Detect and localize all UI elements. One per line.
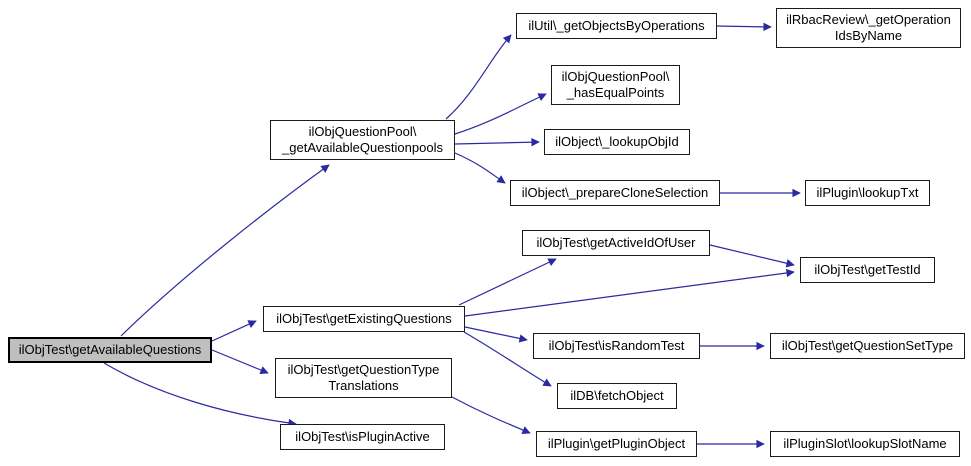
node-getExistingQuestions[interactable]: ilObjTest\getExistingQuestions <box>263 306 465 332</box>
node-getActiveIdOfUser[interactable]: ilObjTest\getActiveIdOfUser <box>522 230 710 256</box>
node-isPluginActive[interactable]: ilObjTest\isPluginActive <box>280 424 445 450</box>
node-getQuestionTypeTranslations[interactable]: ilObjTest\getQuestionType Translations <box>275 358 452 398</box>
node-getAvailableQuestions[interactable]: ilObjTest\getAvailableQuestions <box>8 337 212 363</box>
node-getAvailableQuestionpools[interactable]: ilObjQuestionPool\ _getAvailableQuestion… <box>270 120 455 160</box>
node-getPluginObject[interactable]: ilPlugin\getPluginObject <box>536 431 697 457</box>
node-lookupSlotName[interactable]: ilPluginSlot\lookupSlotName <box>770 431 960 457</box>
node-getOperationIdsByName[interactable]: ilRbacReview\_getOperation IdsByName <box>776 8 961 48</box>
node-lookupTxt[interactable]: ilPlugin\lookupTxt <box>805 180 930 206</box>
node-lookupObjId[interactable]: ilObject\_lookupObjId <box>544 129 690 155</box>
node-getTestId[interactable]: ilObjTest\getTestId <box>800 257 935 283</box>
node-prepareCloneSelection[interactable]: ilObject\_prepareCloneSelection <box>510 180 720 206</box>
node-fetchObject[interactable]: ilDB\fetchObject <box>557 383 677 409</box>
node-hasEqualPoints[interactable]: ilObjQuestionPool\ _hasEqualPoints <box>551 65 680 105</box>
node-getObjectsByOperations[interactable]: ilUtil\_getObjectsByOperations <box>516 13 717 39</box>
node-isRandomTest[interactable]: ilObjTest\isRandomTest <box>533 333 700 359</box>
node-getQuestionSetType[interactable]: ilObjTest\getQuestionSetType <box>770 333 965 359</box>
